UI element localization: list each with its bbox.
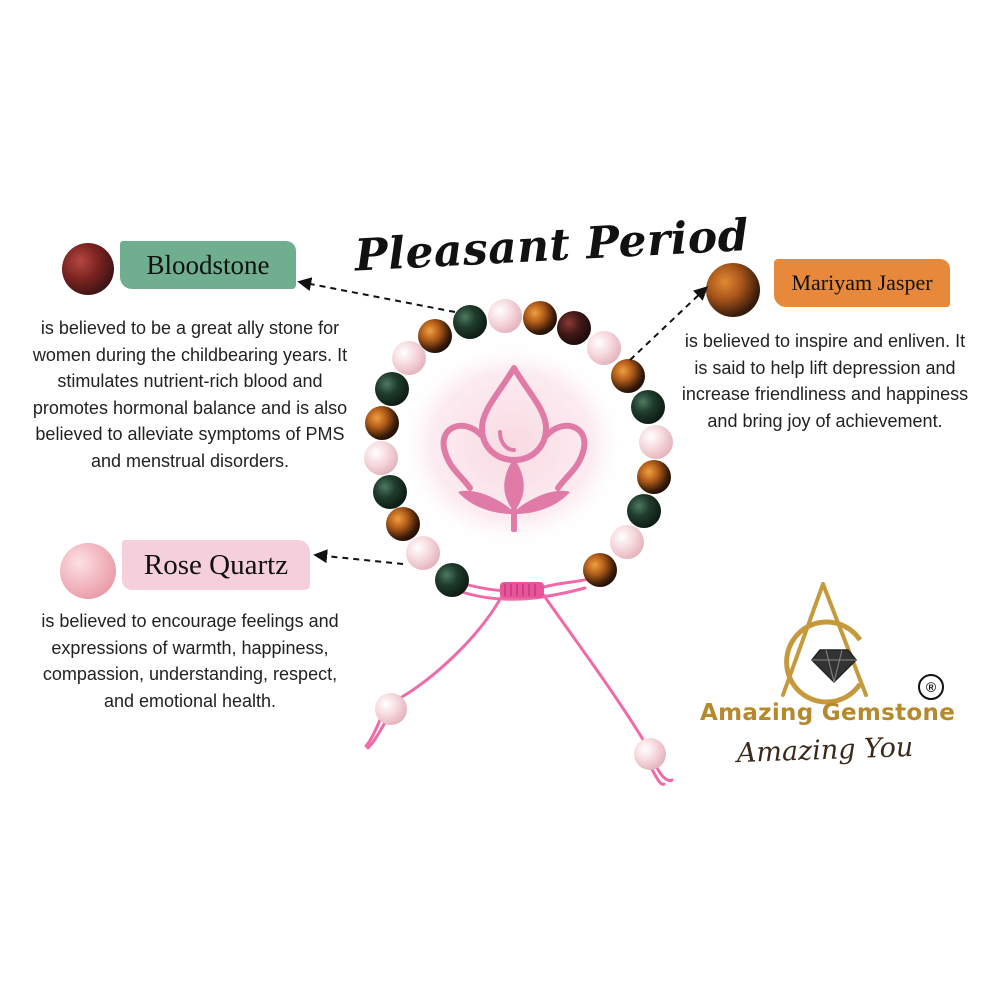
mariyam-jasper-label: Mariyam Jasper xyxy=(774,259,950,307)
rose-quartz-label: Rose Quartz xyxy=(122,540,310,590)
watercolor-wash xyxy=(397,340,627,550)
sliding-knot xyxy=(500,582,544,598)
bead xyxy=(557,311,591,345)
mariyam-jasper-swatch xyxy=(706,263,760,317)
bloodstone-label: Bloodstone xyxy=(120,241,296,289)
mariyam-jasper-description: is believed to inspire and enliven. It i… xyxy=(681,331,969,431)
bead xyxy=(639,425,673,459)
bead xyxy=(523,301,557,335)
bead xyxy=(392,341,426,375)
bead xyxy=(418,319,452,353)
bead xyxy=(406,536,440,570)
registered-mark: ® xyxy=(918,674,944,700)
bracelet-cord xyxy=(364,576,674,786)
rose-quartz-arrow xyxy=(313,549,404,565)
diamond-triangle-logo xyxy=(781,582,868,705)
bead xyxy=(364,441,398,475)
bead xyxy=(637,460,671,494)
bead xyxy=(373,475,407,509)
bead xyxy=(365,406,399,440)
bead xyxy=(386,507,420,541)
bead xyxy=(453,305,487,339)
bead xyxy=(631,390,665,424)
bead xyxy=(435,563,469,597)
bead xyxy=(610,525,644,559)
bead xyxy=(488,299,522,333)
end-bead-right xyxy=(634,738,666,770)
rose-quartz-description: is believed to encourage feelings and ex… xyxy=(41,611,339,711)
bead xyxy=(627,494,661,528)
brand-name: Amazing Gemstone xyxy=(700,700,956,726)
bead xyxy=(587,331,621,365)
bloodstone-arrow xyxy=(297,277,456,313)
bead xyxy=(583,553,617,587)
bead-ring xyxy=(364,299,673,597)
rose-quartz-swatch xyxy=(60,543,116,599)
bead xyxy=(611,359,645,393)
bloodstone-swatch xyxy=(62,243,114,295)
mariyam-jasper-arrow xyxy=(629,286,709,361)
bloodstone-description: is believed to be a great ally stone for… xyxy=(32,318,348,471)
lotus-icon xyxy=(458,458,570,532)
bead xyxy=(375,372,409,406)
end-bead-left xyxy=(375,693,407,725)
